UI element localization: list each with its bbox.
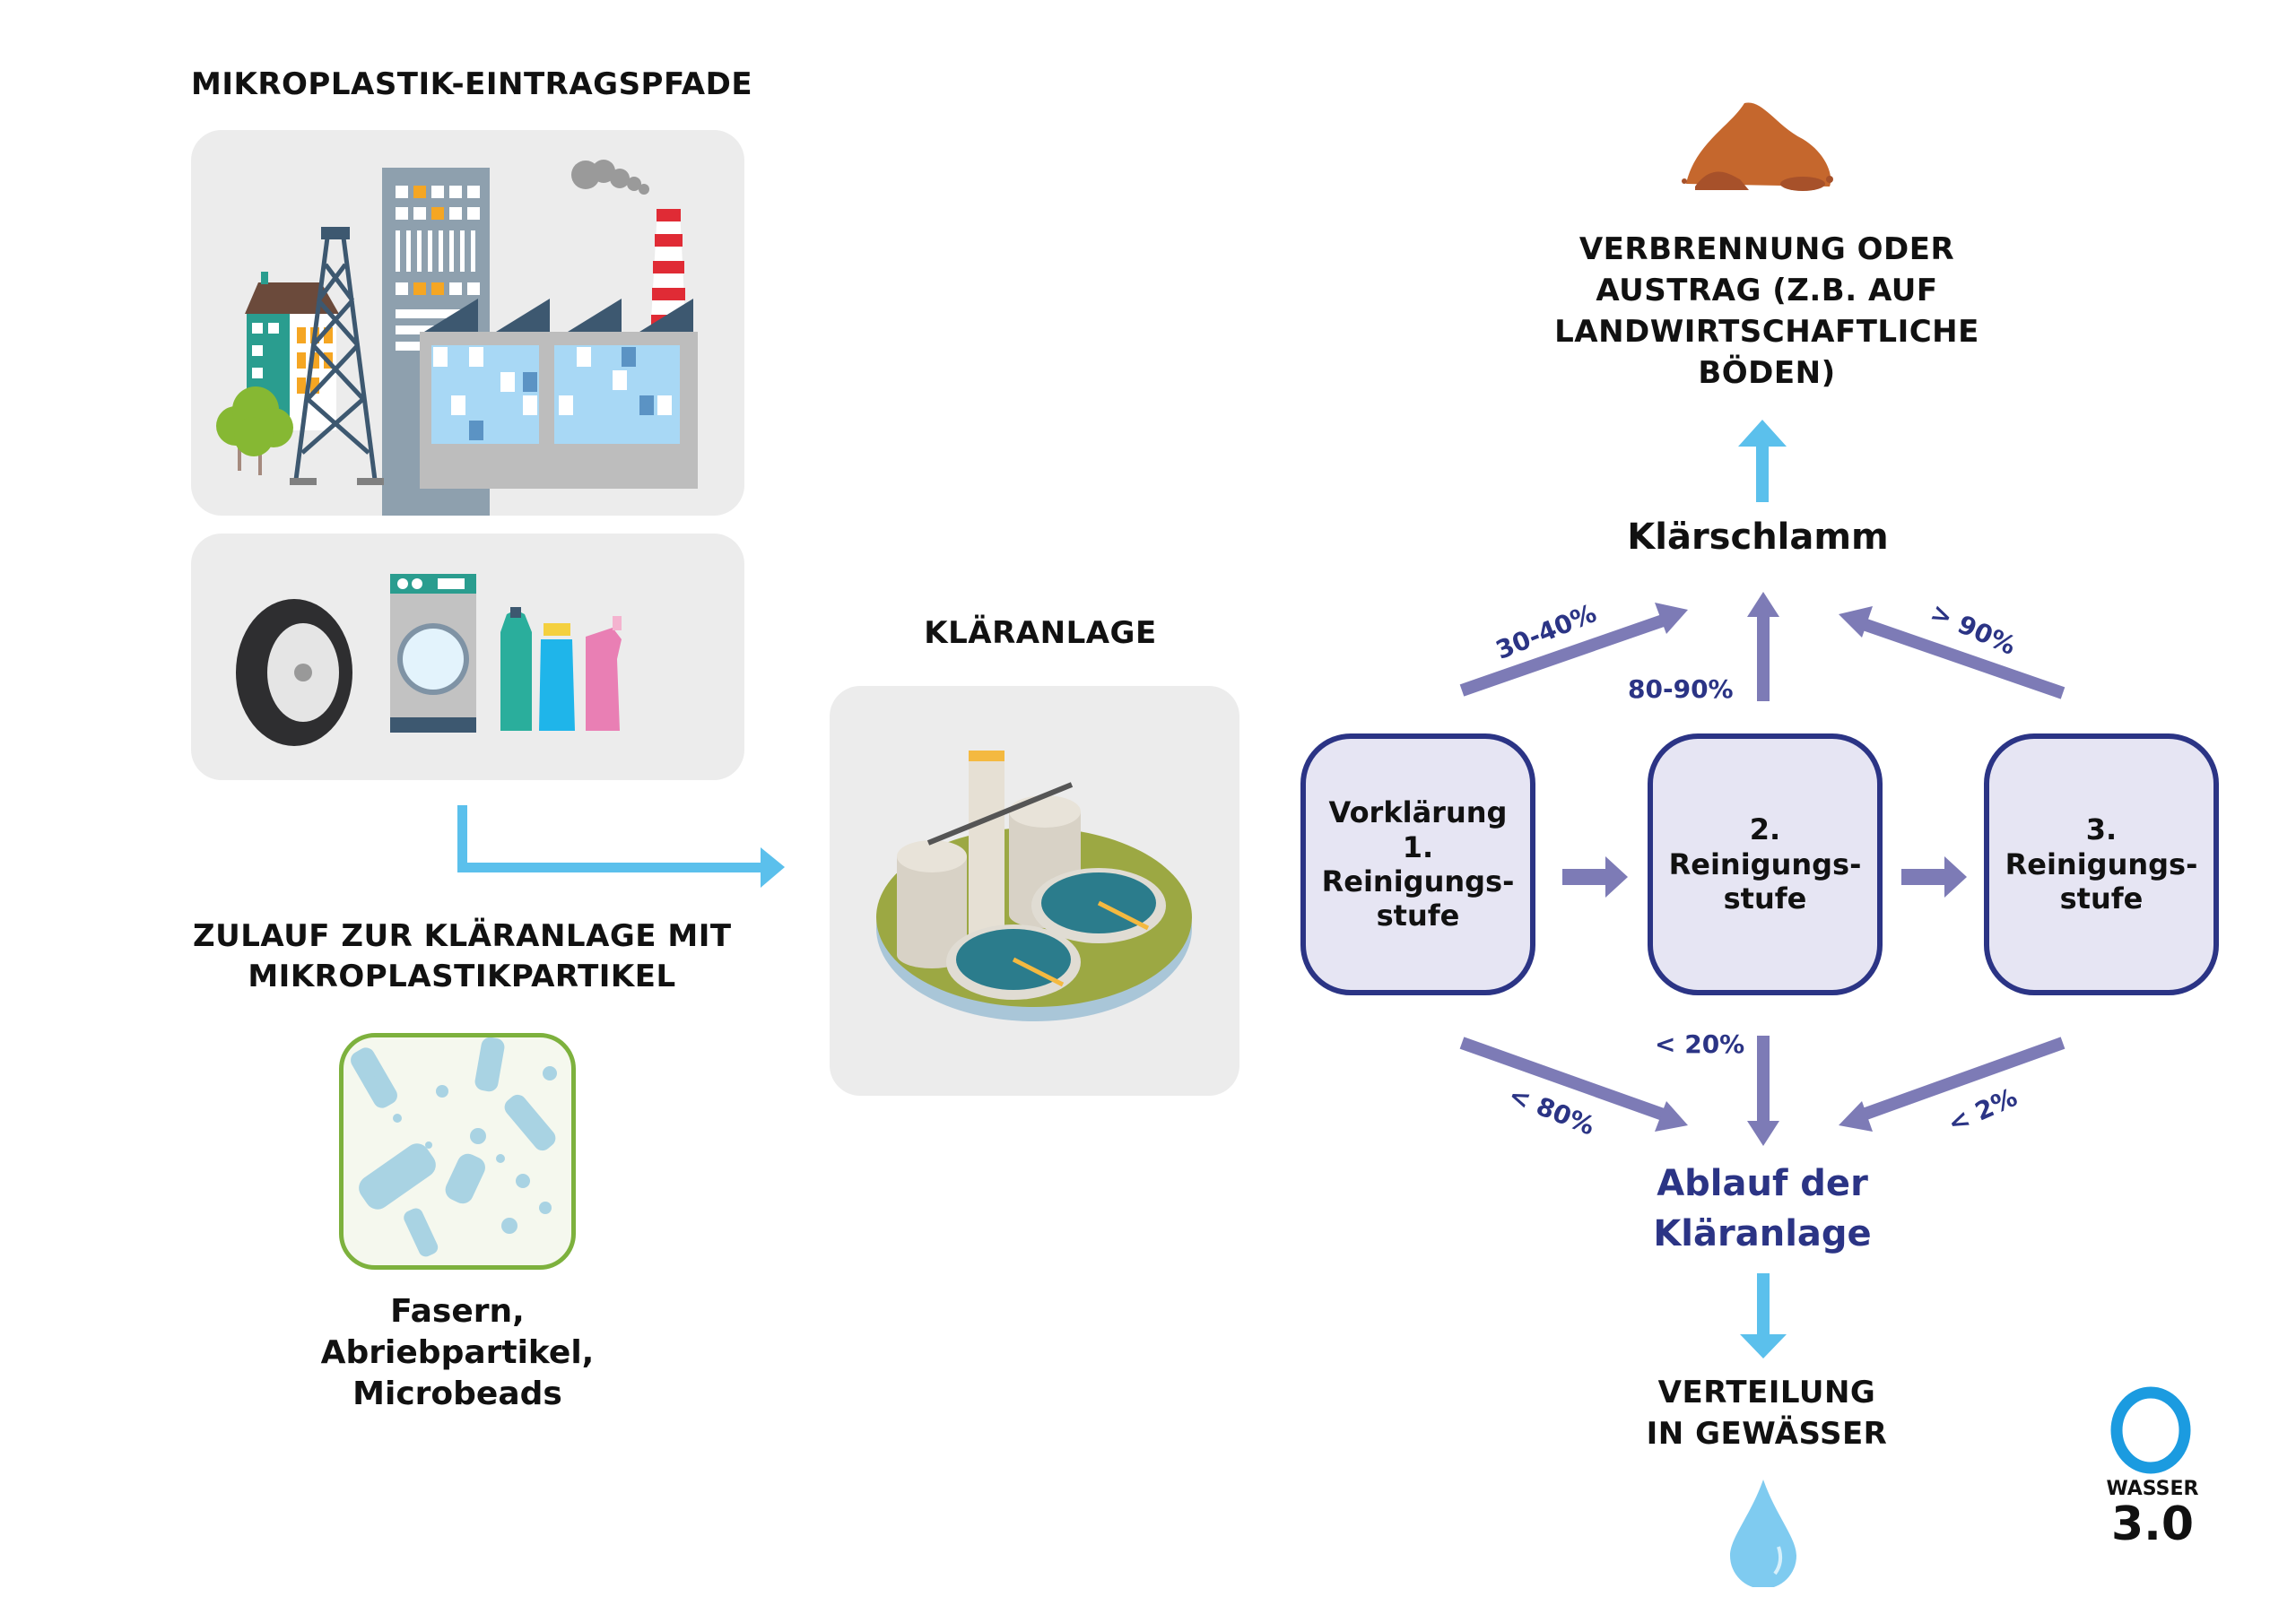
wasser-logo: WASSER 3.0 [2103,1385,2202,1549]
inflow-label-line2: MIKROPLASTIKPARTIKEL [248,959,676,994]
industry-panel [191,130,744,516]
stage-3-label: Reinigungs- [2005,846,2198,881]
effluent-to-water-arrow [1740,1273,1787,1358]
water-drop-icon [1730,1480,1796,1589]
disposal-line: BÖDEN) [1698,355,1836,391]
stage2-to-stage3-arrow [1901,856,1967,898]
city-illustration [216,160,698,516]
distribution-line: IN GEWÄSSER [1646,1416,1888,1452]
plastic-bottles-icon [351,1037,557,1257]
microplastic-particles-image [339,1033,576,1270]
stage1-to-stage2-arrow [1562,856,1628,898]
washing-machine-icon [390,574,476,733]
stage-2-number: 2. [1749,812,1781,847]
effluent-label: Ablauf der Kläranlage [1578,1159,1946,1259]
stage-2-box: 2. Reinigungs- stufe [1648,733,1883,995]
inflow-arrow [457,805,785,888]
stage2-to-effluent-arrow [1747,1036,1779,1146]
plant-title: KLÄRANLAGE [924,615,1157,651]
distribution-label: VERTEILUNG IN GEWÄSSER [1587,1372,1946,1454]
stage-2-label: stufe [1723,881,1807,916]
disposal-line: VERBRENNUNG ODER [1578,231,1955,267]
stage-1-number: 1. [1402,829,1434,864]
logo-word: WASSER [2106,1478,2199,1500]
water-drop [1726,1475,1800,1591]
stage-1-label: Vorklärung [1328,795,1508,830]
sludge-pct-stage2: 80-90% [1628,674,1734,704]
household-illustration [236,574,622,746]
smoke-icon [571,160,649,195]
effluent-pct-stage2: < 20% [1655,1029,1745,1059]
inflow-label: ZULAUF ZUR KLÄRANLAGE MIT MIKROPLASTIKPA… [193,916,731,997]
disposal-line: LANDWIRTSCHAFTLICHE [1554,314,1979,350]
particle-type-microbeads: Microbeads [352,1376,562,1412]
stage-2-label: Reinigungs- [1668,846,1862,881]
plant-panel [830,686,1239,1096]
stage-1-label: Reinigungs- [1321,864,1515,898]
stage-1-label: stufe [1376,898,1460,933]
stage-3-box: 3. Reinigungs- stufe [1984,733,2219,995]
effluent-pct-stage1: < 80% [1504,1080,1599,1141]
sludge-to-disposal-arrow [1738,420,1787,502]
disposal-label: VERBRENNUNG ODER AUSTRAG (Z.B. AUF LANDW… [1543,229,1991,394]
inflow-label-line1: ZULAUF ZUR KLÄRANLAGE MIT [193,918,732,954]
sludge-pct-stage1: 30-40% [1492,598,1601,665]
sludge-pct-stage3: > 90% [1926,597,2021,661]
particle-types-label: Fasern, Abriebpartikel, Microbeads [305,1291,610,1415]
disposal-line: AUSTRAG (Z.B. AUF [1596,273,1938,308]
logo-version: 3.0 [2110,1497,2195,1551]
car-tire-icon [236,599,352,746]
particle-type-fibers: Fasern, [390,1293,525,1330]
stage-3-label: stufe [2059,881,2144,916]
soil-pile-icon [1682,102,1833,191]
sewage-sludge-pile [1677,90,1839,201]
effluent-line: Kläranlage [1653,1213,1872,1254]
tree-icon [216,386,293,456]
household-panel [191,534,744,780]
green-bottle-icon [500,607,532,731]
ring-logo-icon [2110,1386,2191,1474]
entry-paths-title: MIKROPLASTIK-EINTRAGSPFADE [191,66,753,102]
stage-3-number: 3. [2085,812,2118,847]
effluent-line: Ablauf der [1657,1163,1868,1204]
blue-bottle-icon [539,623,575,731]
distribution-line: VERTEILUNG [1657,1375,1876,1410]
particle-type-abrasion: Abriebpartikel, [320,1334,595,1371]
effluent-pct-stage3: < 2% [1943,1082,2022,1139]
oil-derrick-icon [293,237,378,481]
stage2-to-sludge-arrow [1747,592,1779,701]
treatment-plant-icon [876,751,1192,1021]
pink-bottle-icon [586,616,622,731]
sludge-label: Klärschlamm [1627,516,1889,558]
stage-1-box: Vorklärung 1. Reinigungs- stufe [1300,733,1535,995]
